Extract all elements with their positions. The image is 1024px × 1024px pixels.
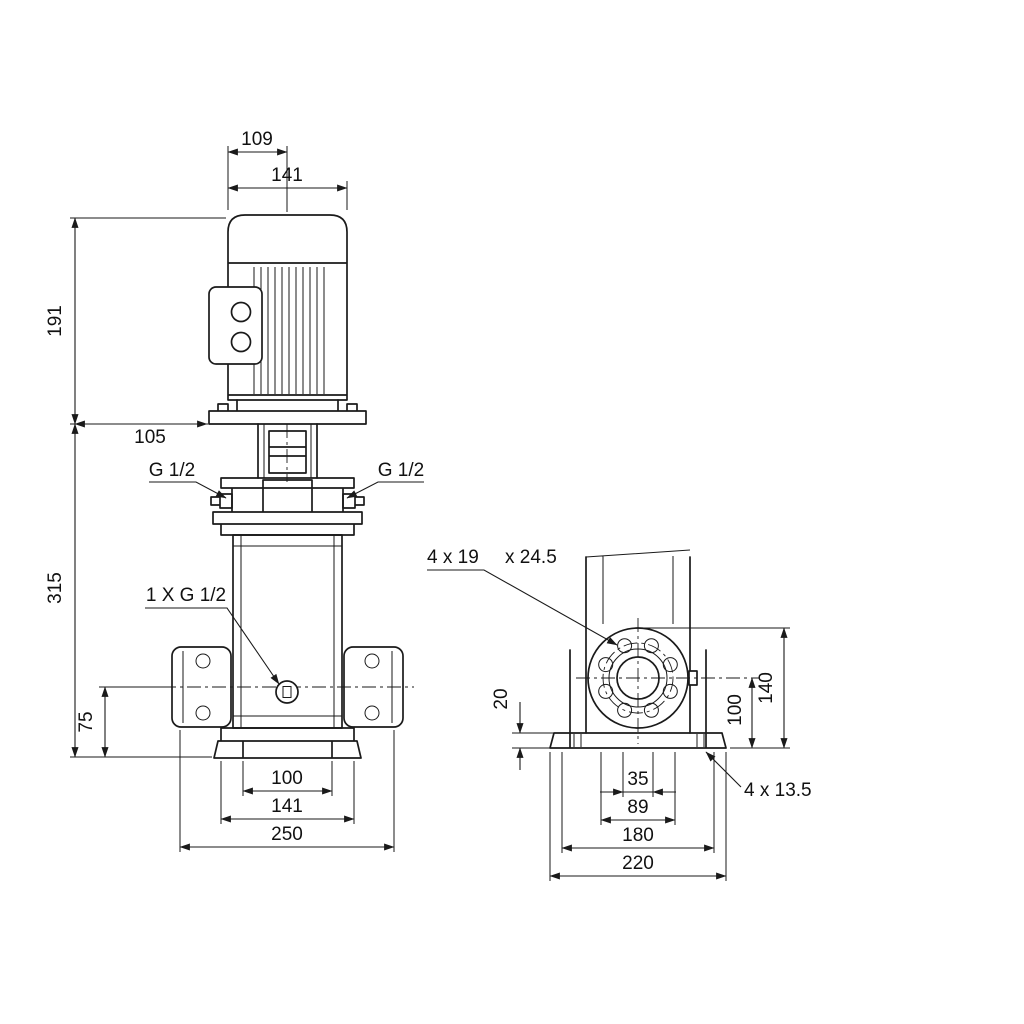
dim-140-label: 140 <box>756 672 777 704</box>
base-plate-holes <box>573 734 705 747</box>
dim-89-label: 89 <box>627 797 648 818</box>
dim-base-250-extension-lines <box>179 730 395 852</box>
plug-left-label: G 1/2 <box>149 460 195 481</box>
dim-220: 220 <box>549 752 727 881</box>
dim-109-label: 109 <box>241 129 273 150</box>
body-side-inner-lines <box>585 549 691 624</box>
discharge-bolt-hole-top <box>364 653 380 669</box>
motor-flange-outline <box>208 399 367 425</box>
drain-plug <box>275 680 299 704</box>
body-side-outline <box>569 556 707 734</box>
dim-base-100-label: 100 <box>271 768 303 789</box>
dim-75-label: 75 <box>76 711 97 732</box>
dim-side-100: 100 <box>725 677 790 749</box>
dim-side-100-label: 100 <box>725 694 746 726</box>
dim-191-label: 191 <box>45 305 66 337</box>
plug-right-label: G 1/2 <box>378 460 424 481</box>
dim-141-top-label: 141 <box>271 165 303 186</box>
dim-35: 35 <box>600 752 676 797</box>
label-base-holes: 4 x 13.5 <box>705 751 812 801</box>
dim-base-141-extension-lines <box>220 761 355 824</box>
dim-base-250: 250 <box>179 730 395 852</box>
front-view: 109 141 191 105 315 75 <box>45 129 424 852</box>
cable-entry-bottom <box>230 331 252 353</box>
label-drain-plug: 1 X G 1/2 <box>145 585 280 685</box>
drain-plug-leader <box>145 607 280 685</box>
dim-75: 75 <box>76 686 170 758</box>
head-outline <box>212 477 363 536</box>
coupling-lantern <box>257 423 318 482</box>
base-outline <box>213 727 362 759</box>
dim-base-141: 141 <box>220 761 355 824</box>
dim-180: 180 <box>561 752 715 853</box>
chamber-inner-lines <box>233 535 342 728</box>
discharge-bolt-hole-bottom <box>364 705 380 721</box>
flange-holes-leader <box>427 569 618 646</box>
dim-35-label: 35 <box>627 769 648 790</box>
dim-base-100: 100 <box>242 761 333 796</box>
plug-right-leader <box>346 481 424 499</box>
dim-base-141-label: 141 <box>271 796 303 817</box>
dim-315-label: 315 <box>45 572 66 604</box>
coupling-outline <box>268 430 307 474</box>
dim-220-label: 220 <box>622 853 654 874</box>
pump-base <box>213 727 362 759</box>
port-flange-face <box>576 618 760 744</box>
dim-105: 105 <box>70 420 208 448</box>
flange-holes-label: 4 x 19 <box>427 547 479 568</box>
dim-109: 109 <box>227 129 288 212</box>
dim-141-top: 141 <box>227 165 348 210</box>
dim-89-extension-lines <box>600 752 676 825</box>
dim-180-label: 180 <box>622 825 654 846</box>
label-plug-right: G 1/2 <box>346 460 424 499</box>
drain-plug-slot <box>282 686 292 698</box>
cable-entry-top <box>230 301 252 323</box>
plug-left-leader <box>149 481 227 499</box>
dim-180-extension-lines <box>561 752 715 853</box>
base-plate-outline <box>549 732 727 749</box>
motor-flange <box>208 399 367 425</box>
motor <box>227 214 348 401</box>
base-holes-leader <box>705 751 742 788</box>
dim-20: 20 <box>491 688 556 770</box>
lantern-outline <box>257 423 318 479</box>
motor-fins <box>253 267 325 394</box>
suction-flange-outline <box>171 646 232 728</box>
dim-109-extension-lines <box>227 146 288 212</box>
pump-head <box>210 477 365 536</box>
base-holes-label: 4 x 13.5 <box>744 780 812 801</box>
discharge-flange-outline <box>343 646 404 728</box>
dim-191: 191 <box>45 217 226 425</box>
dim-315: 315 <box>45 423 212 758</box>
pump-body-side <box>569 549 707 734</box>
suction-bolt-hole-top <box>195 653 211 669</box>
dim-base-250-label: 250 <box>271 824 303 845</box>
suction-bolt-hole-bottom <box>195 705 211 721</box>
dim-20-label: 20 <box>491 688 512 709</box>
suction-flange <box>171 646 232 728</box>
dim-105-label: 105 <box>134 427 166 448</box>
label-flange-holes: 4 x 19 x 24.5 <box>427 547 618 646</box>
discharge-flange <box>343 646 404 728</box>
lantern-inner-lines <box>263 424 312 478</box>
flange-spotface-label: x 24.5 <box>505 547 557 568</box>
flange-centerlines <box>576 618 760 744</box>
terminal-box <box>208 286 263 365</box>
dim-20-extension-lines <box>512 732 556 749</box>
label-plug-left: G 1/2 <box>149 460 227 499</box>
gauge-plug-right <box>342 493 365 509</box>
motor-outline <box>227 214 348 401</box>
terminal-box-body <box>208 286 263 365</box>
base-plate-side <box>549 732 727 749</box>
flange-bolt-holes <box>598 638 678 718</box>
drain-plug-boss <box>275 680 299 704</box>
dim-220-extension-lines <box>549 752 727 881</box>
dim-89: 89 <box>600 752 676 825</box>
drain-plug-label: 1 X G 1/2 <box>146 585 226 606</box>
side-view: 4 x 19 x 24.5 20 100 140 35 <box>427 547 812 881</box>
dim-140: 140 <box>644 627 790 749</box>
